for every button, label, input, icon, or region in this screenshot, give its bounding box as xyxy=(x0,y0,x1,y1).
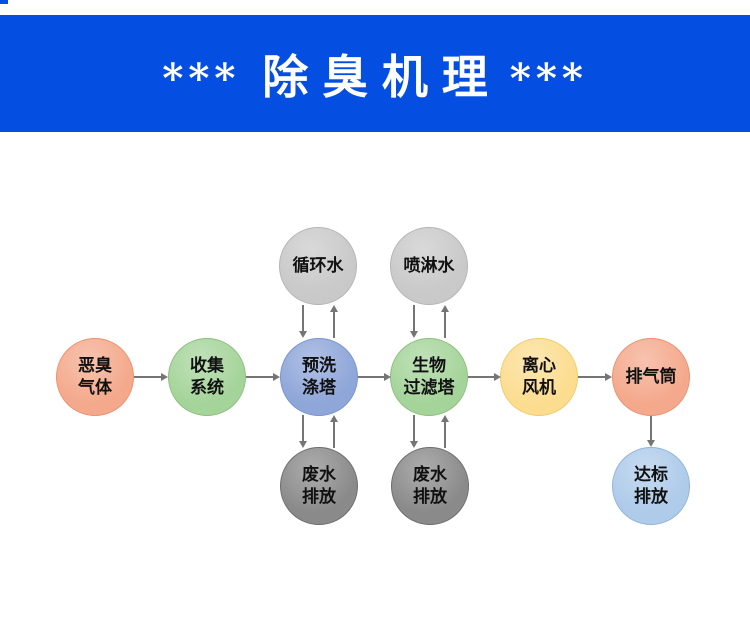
title-text: 除臭机理 xyxy=(262,49,502,104)
node-label: 废水排放 xyxy=(302,465,336,506)
arrowhead-icon xyxy=(299,331,307,338)
arrowhead-icon xyxy=(299,441,307,448)
node-label: 达标排放 xyxy=(634,465,668,506)
arrow-wastewater-to-biofilter xyxy=(441,415,449,448)
arrow-wastewater-to-prewash xyxy=(330,415,338,448)
arrowhead-icon xyxy=(410,441,418,448)
node-wastewater-discharge-2: 废水排放 xyxy=(391,447,469,525)
title-stars-left: *** xyxy=(162,53,241,102)
arrowhead-icon xyxy=(441,415,449,422)
arrowhead-icon xyxy=(410,331,418,338)
node-label: 收集系统 xyxy=(190,356,224,397)
arrow-prewash-to-biofilter xyxy=(358,373,391,381)
arrowhead-icon xyxy=(384,373,391,381)
node-standard-discharge: 达标排放 xyxy=(612,447,690,525)
node-label: 循环水 xyxy=(292,256,344,275)
arrow-biofilter-to-wastewater xyxy=(410,415,418,448)
title-banner: *** 除臭机理 *** xyxy=(0,15,750,132)
arrow-prewash-to-circwater xyxy=(330,305,338,338)
node-malodorous-gas: 恶臭气体 xyxy=(56,338,134,416)
arrowhead-icon xyxy=(330,415,338,422)
arrow-prewash-to-wastewater xyxy=(299,415,307,448)
arrowhead-icon xyxy=(494,373,501,381)
node-prewash-scrub-tower: 预洗涤塔 xyxy=(280,338,358,416)
arrowhead-icon xyxy=(647,440,655,447)
node-label: 废水排放 xyxy=(413,465,447,506)
arrow-spraywater-to-biofilter xyxy=(410,305,418,338)
arrow-stack-to-discharge xyxy=(647,416,655,447)
arrow-collection-to-prewash xyxy=(246,373,280,381)
arrowhead-icon xyxy=(273,373,280,381)
node-label: 排气筒 xyxy=(625,367,677,386)
node-label: 喷淋水 xyxy=(403,256,455,275)
node-collection-system: 收集系统 xyxy=(168,338,246,416)
node-label: 生物过滤塔 xyxy=(403,356,455,397)
arrowhead-icon xyxy=(161,373,168,381)
arrow-biofilter-to-fan xyxy=(468,373,501,381)
node-centrifugal-fan: 离心风机 xyxy=(500,338,578,416)
node-label: 预洗涤塔 xyxy=(302,356,336,397)
corner-artifact xyxy=(0,0,8,4)
node-exhaust-stack: 排气筒 xyxy=(612,338,690,416)
node-spray-water: 喷淋水 xyxy=(390,227,468,305)
arrow-fan-to-stack xyxy=(578,373,612,381)
node-label: 离心风机 xyxy=(522,356,556,397)
node-label: 恶臭气体 xyxy=(78,356,112,397)
node-bio-filter-tower: 生物过滤塔 xyxy=(390,338,468,416)
title-stars-right: *** xyxy=(509,53,588,102)
node-wastewater-discharge-1: 废水排放 xyxy=(280,447,358,525)
arrow-circwater-to-prewash xyxy=(299,305,307,338)
arrow-gas-to-collection xyxy=(134,373,168,381)
arrowhead-icon xyxy=(330,305,338,312)
arrow-biofilter-to-spraywater xyxy=(441,305,449,338)
node-circulating-water: 循环水 xyxy=(279,227,357,305)
arrowhead-icon xyxy=(605,373,612,381)
arrowhead-icon xyxy=(441,305,449,312)
page-title: *** 除臭机理 *** xyxy=(162,41,588,107)
